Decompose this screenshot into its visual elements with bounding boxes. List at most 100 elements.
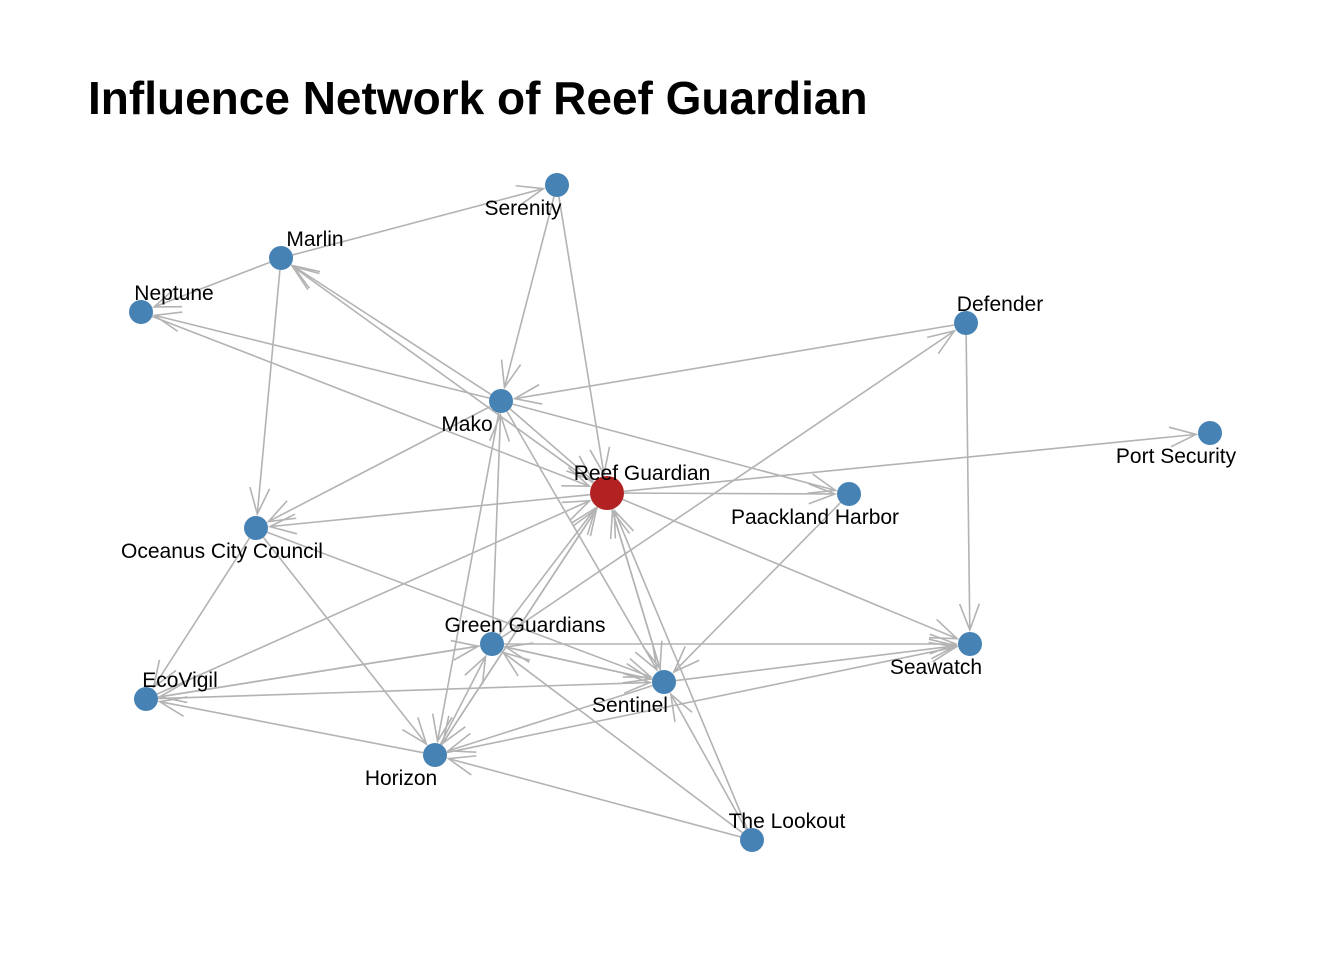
edge-arrowhead [515,184,546,206]
edge-line [623,433,1197,493]
edge-ecovigil-to-sentinel [157,672,653,700]
edge-arrowhead [573,506,598,537]
edge-line [613,510,749,830]
edge-arrowhead [589,446,611,477]
edge-the-lookout-to-sentinel [669,692,747,830]
node-label-paackland-harbor: Paackland Harbor [731,506,899,529]
edge-green-guardians-to-mako [488,412,511,633]
edge-defender-to-seawatch [958,334,981,633]
node-marlin[interactable] [269,246,293,270]
edge-line [439,656,487,745]
edge-line [151,315,590,487]
edge-line [611,510,662,671]
node-serenity[interactable] [545,173,569,197]
node-mako[interactable] [489,389,513,413]
edge-marlin-to-oceanus-city-council [249,269,281,517]
edge-mako-to-marlin [290,264,492,396]
edge-ecovigil-to-green-guardians [157,639,481,698]
node-ecovigil[interactable] [134,687,158,711]
edge-arrowhead [464,654,487,685]
edge-line [514,324,955,400]
edge-line [448,757,741,838]
edge-arrowhead [609,509,631,540]
edge-arrowhead [634,642,659,672]
node-horizon[interactable] [423,743,447,767]
edge-line [505,646,653,681]
node-label-sentinel: Sentinel [592,694,668,717]
edge-line [154,314,490,399]
edge-arrowhead [926,329,957,355]
node-label-mako: Mako [441,413,492,436]
node-paackland-harbor[interactable] [837,482,861,506]
edge-arrowhead [249,486,271,517]
edge-line [491,414,502,633]
edge-arrowhead [267,513,298,535]
edge-line [558,196,605,475]
edge-arrowhead [561,499,592,522]
edge-the-lookout-to-horizon [446,755,741,838]
edge-marlin-to-neptune [151,261,271,308]
edge-sentinel-to-horizon [446,684,653,753]
node-green-guardians[interactable] [480,632,504,656]
edge-reef-guardian-to-marlin [290,264,594,484]
edge-line [623,492,836,495]
edge-the-lookout-to-reef-guardian [613,508,749,830]
edge-line [266,531,652,678]
edge-line [256,269,281,515]
node-port-security[interactable] [1198,421,1222,445]
edges-layer [151,184,1199,838]
edge-line [292,187,544,256]
node-label-horizon: Horizon [365,767,437,790]
edge-arrowhead [669,692,693,723]
node-sentinel[interactable] [652,670,676,694]
edge-arrowhead [501,651,531,677]
node-label-marlin: Marlin [286,228,343,251]
edge-arrowhead [613,508,635,539]
edge-line [622,498,958,640]
edge-green-guardians-to-defender [501,329,957,638]
edge-oceanus-city-council-to-ecovigil [152,537,251,690]
node-defender[interactable] [954,311,978,335]
edge-reef-guardian-to-oceanus-city-council [267,493,591,535]
node-label-ecovigil: EcoVigil [142,669,218,692]
edge-line [673,501,842,673]
edge-arrowhead [152,311,183,332]
edge-marlin-to-serenity [292,184,546,256]
edge-line [502,651,743,834]
nodes-layer [129,173,1222,852]
edge-neptune-to-reef-guardian [151,315,592,487]
edge-defender-to-mako [512,324,955,405]
edge-arrowhead [290,264,320,290]
page-title: Influence Network of Reef Guardian [88,72,868,124]
edge-arrowhead [157,696,188,718]
edge-arrowhead [450,639,481,661]
node-reef-guardian[interactable] [590,476,624,510]
edge-line [291,265,594,484]
edge-arrowhead [928,638,959,660]
node-neptune[interactable] [129,300,153,324]
edge-line [440,508,598,746]
node-label-defender: Defender [957,293,1043,316]
edge-arrowhead [571,506,597,536]
edge-line [157,681,651,700]
edge-mako-to-oceanus-city-council [266,405,491,523]
edge-line [268,405,491,523]
node-the-lookout[interactable] [740,828,764,852]
node-seawatch[interactable] [958,632,982,656]
edge-reef-guardian-to-port-security [623,426,1199,493]
edge-line [292,264,492,396]
edge-line [501,330,955,638]
edge-line [153,261,271,308]
node-oceanus-city-council[interactable] [244,516,268,540]
edge-oceanus-city-council-to-horizon [262,536,428,746]
node-label-neptune: Neptune [134,282,213,305]
edge-line [436,412,500,742]
edge-line [446,646,957,754]
edge-line [159,700,424,754]
edge-the-lookout-to-green-guardians [501,651,743,834]
edge-arrowhead [152,659,177,690]
edge-horizon-to-green-guardians [439,654,487,745]
edge-arrowhead [672,646,700,674]
edge-horizon-to-reef-guardian [440,506,598,746]
